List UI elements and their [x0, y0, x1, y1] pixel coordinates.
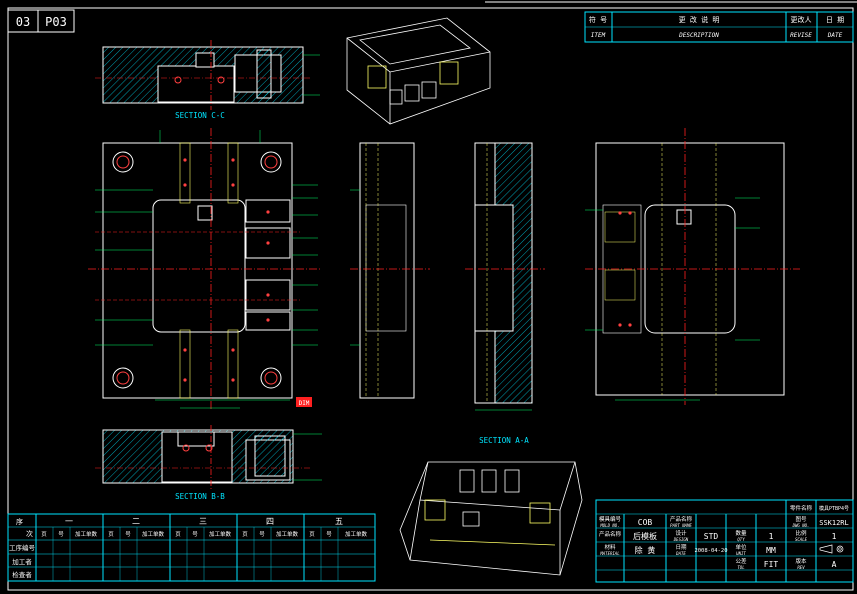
part-name-value: 后模板: [633, 531, 657, 541]
row-label-operator: 加工者: [12, 557, 32, 566]
rev-sub: REV: [797, 565, 805, 570]
process-table: 序 次 一 二 三 四 五 页 号 加工单数 页 号 加工单数 页 号 加工单数…: [7, 513, 376, 582]
dwg-sub: DWG NO.: [792, 523, 810, 528]
material-value: 除 黄: [635, 545, 656, 555]
row-label-process: 工序编号: [9, 543, 36, 552]
side-view-left: [350, 142, 430, 399]
unit-sub: UNIT: [736, 551, 746, 556]
part-code: P03: [45, 15, 67, 29]
sub-b-4: 号: [259, 531, 265, 538]
drawing-number: 03: [16, 15, 30, 29]
mold-no-sub: MOLD NO.: [599, 523, 619, 528]
rev-col4-top: 日 期: [826, 16, 844, 24]
sub-b-1: 号: [58, 531, 64, 538]
section-cc-view: SECTION C-C: [95, 40, 320, 120]
sub-c-4: 加工单数: [276, 530, 299, 538]
unit-label: 单位: [735, 543, 747, 551]
rev-col3-top: 更改人: [791, 15, 812, 24]
dwg-value: SSK12RL: [819, 519, 849, 527]
part-name-label: 产品名称: [670, 515, 693, 523]
material-sub: MATERIAL: [599, 551, 620, 556]
section-bb-view: SECTION B-B: [95, 425, 322, 501]
isometric-view-top: [346, 17, 491, 125]
group-3: 三: [199, 517, 207, 526]
section-aa-label: SECTION A-A: [479, 436, 529, 445]
scale-label: 比例: [795, 529, 807, 537]
section-bb-label: SECTION B-B: [175, 492, 225, 501]
section-cc-label: SECTION C-C: [175, 111, 225, 120]
projection-symbol-icon: [819, 544, 844, 554]
sub-a-2: 页: [108, 531, 114, 538]
component-label: 零件名称: [790, 504, 813, 512]
title-block: 模具编号 MOLD NO. COB 产品名称 PART NAME 产品名称 后模…: [595, 499, 854, 583]
scale-sub: SCALE: [795, 537, 808, 542]
group-5: 五: [335, 517, 343, 526]
tol-label: 公差: [735, 557, 747, 565]
date-value: 2008-04-20: [694, 548, 727, 554]
design-sub: DESIGN: [673, 537, 689, 542]
scale-value: 1: [832, 532, 837, 541]
date-sub: DATE: [675, 551, 686, 556]
tol-sub: TOL: [737, 565, 745, 570]
rev-col4-bottom: DATE: [827, 32, 843, 39]
sub-a-4: 页: [242, 531, 248, 538]
dim-marker-label: DIM: [299, 400, 310, 407]
qty-sub: QTY: [737, 537, 745, 542]
rev-col3-bottom: REVISE: [790, 32, 812, 39]
sub-a-1: 页: [41, 531, 47, 538]
design-label: 设计: [675, 529, 687, 537]
part-label-2: 产品名称: [599, 530, 622, 538]
sub-c-2: 加工单数: [142, 530, 165, 538]
group-1: 一: [65, 517, 73, 526]
group-4: 四: [266, 517, 274, 526]
section-aa-view: SECTION A-A: [465, 142, 545, 445]
mold-no-value: COB: [638, 518, 653, 527]
row-label-inspector: 检查者: [12, 570, 32, 579]
rev-value: A: [832, 560, 837, 569]
rev-col1-top: 符 号: [589, 15, 607, 24]
sub-a-3: 页: [175, 531, 181, 538]
part-name-sub: PART NAME: [670, 523, 692, 528]
sub-c-5: 加工单数: [345, 530, 368, 538]
drawing-border: [7, 7, 854, 591]
mold-no-label: 模具编号: [599, 515, 622, 523]
plan-view-right: [585, 128, 800, 405]
rev-label: 版本: [795, 557, 807, 565]
table-corner-a: 序: [16, 517, 23, 526]
sub-b-3: 号: [192, 531, 198, 538]
sub-c-1: 加工单数: [75, 530, 98, 538]
date-label: 日期: [675, 544, 687, 551]
rev-col2-bottom: DESCRIPTION: [678, 32, 719, 39]
tol-value: FIT: [764, 560, 779, 569]
sub-c-3: 加工单数: [209, 530, 232, 538]
table-corner-b: 次: [26, 529, 33, 538]
qty-value: 1: [769, 532, 774, 541]
component-value: 模具PTBP4号: [819, 505, 849, 512]
revision-table: 符 号 ITEM 更 改 说 明 DESCRIPTION 更改人 REVISE …: [584, 11, 854, 43]
header-boxes: 03 P03: [7, 9, 75, 33]
sub-a-5: 页: [309, 531, 315, 538]
dwg-label: 图号: [795, 515, 807, 523]
sub-b-2: 号: [125, 531, 131, 538]
rev-col1-bottom: ITEM: [591, 32, 606, 39]
group-2: 二: [132, 517, 140, 526]
plan-view: DIM: [88, 128, 320, 410]
unit-value: MM: [766, 546, 776, 555]
design-value: STD: [704, 532, 719, 541]
dim-marker: [296, 397, 312, 407]
sub-b-5: 号: [326, 531, 332, 538]
isometric-view-bottom: [399, 461, 583, 576]
material-label: 材料: [604, 543, 616, 551]
qty-label: 数量: [735, 529, 747, 537]
rev-col2-top: 更 改 说 明: [679, 15, 720, 24]
